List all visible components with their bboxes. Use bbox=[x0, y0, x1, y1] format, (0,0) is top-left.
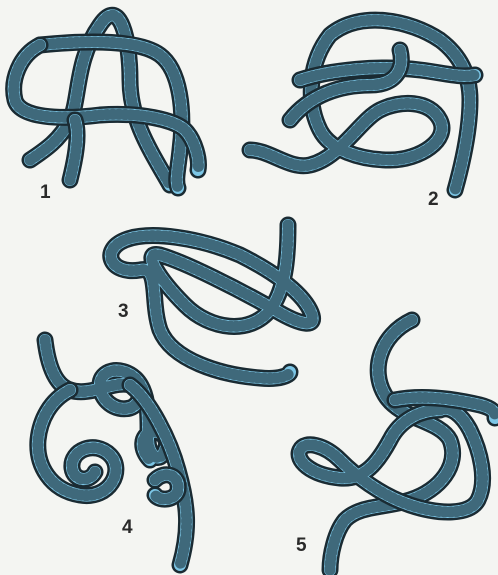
knot-figure-1 bbox=[14, 15, 199, 188]
figure-label-4: 4 bbox=[122, 518, 133, 537]
knot-figure-5 bbox=[299, 320, 495, 570]
knot-figure-2 bbox=[250, 20, 475, 190]
rope-strand bbox=[250, 20, 470, 190]
knot-figure-4 bbox=[38, 340, 187, 565]
figure-label-1: 1 bbox=[40, 183, 51, 202]
knot-figure-3 bbox=[111, 225, 313, 378]
rope-strand bbox=[155, 475, 178, 499]
rope-strand bbox=[111, 225, 313, 378]
figure-label-5: 5 bbox=[296, 536, 307, 555]
figure-label-2: 2 bbox=[428, 190, 439, 209]
figure-label-3: 3 bbox=[118, 302, 129, 321]
rope-strand bbox=[70, 120, 77, 180]
